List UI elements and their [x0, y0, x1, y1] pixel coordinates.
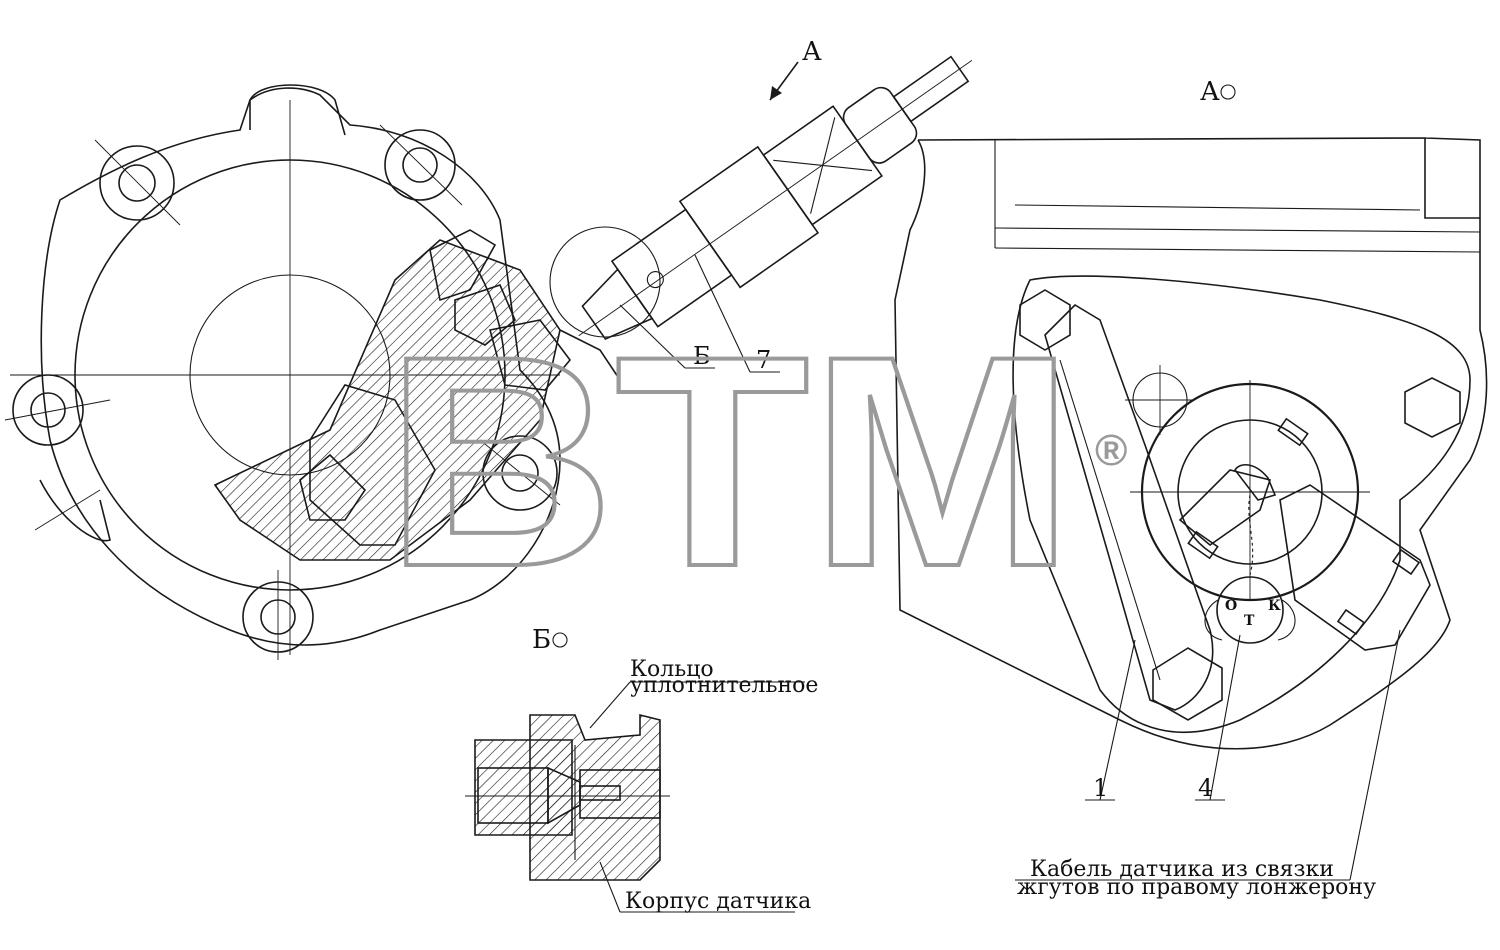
- view-b-title: Б: [532, 625, 551, 655]
- view-a-arrow: А: [769, 37, 822, 101]
- detail-b-view: Б Кольцо уплотнительное Корпус датчика: [465, 625, 818, 914]
- arrow-label-a: А: [802, 37, 822, 67]
- housing-label: Корпус датчика: [625, 889, 811, 914]
- callout-b: Б: [619, 304, 715, 370]
- callout-4: 4: [1195, 634, 1241, 802]
- hex-bolt-right: [1404, 377, 1461, 438]
- bolt-left: [4, 374, 111, 446]
- ring-label-line2: уплотнительное: [630, 673, 818, 698]
- callout-b-label: Б: [693, 342, 711, 370]
- cable-label-line2: жгутов по правому лонжерону: [1017, 875, 1376, 900]
- detail-b-circle: [549, 226, 661, 338]
- sensor-assembly: [578, 55, 973, 340]
- callout-1: 1: [1085, 639, 1136, 802]
- callout-7-label: 7: [756, 346, 771, 374]
- view-a: А: [894, 77, 1488, 900]
- main-view-housing: [4, 84, 621, 660]
- btm-watermark: BTM ®: [383, 291, 1127, 631]
- callout-1-label: 1: [1093, 774, 1108, 802]
- bolt-top-right: [379, 124, 463, 206]
- lever-1: [1044, 303, 1214, 711]
- callout-7: 7: [694, 254, 780, 374]
- seal-letter-o: О: [1225, 598, 1237, 614]
- seal-letter-t: Т: [1244, 613, 1255, 629]
- sensor-plunger: [1279, 484, 1431, 651]
- seal-letter-k: К: [1268, 598, 1281, 614]
- hex-bolt-bottom: [1152, 647, 1223, 721]
- bolt-bottom: [242, 570, 314, 660]
- watermark-text: BTM: [385, 293, 1075, 629]
- watermark-registered: ®: [1095, 426, 1127, 475]
- ring-label-line1: Кольцо: [630, 657, 714, 682]
- otk-seal: О Т К: [1204, 576, 1296, 644]
- hex-bolt-left: [1019, 289, 1071, 351]
- bolt-top-left: [94, 139, 181, 226]
- callout-4-label: 4: [1198, 774, 1213, 802]
- view-a-title: А: [1200, 77, 1220, 107]
- cable-callout: Кабель датчика из связки жгутов по право…: [1015, 629, 1401, 900]
- cable-label-line1: Кабель датчика из связки: [1030, 857, 1334, 882]
